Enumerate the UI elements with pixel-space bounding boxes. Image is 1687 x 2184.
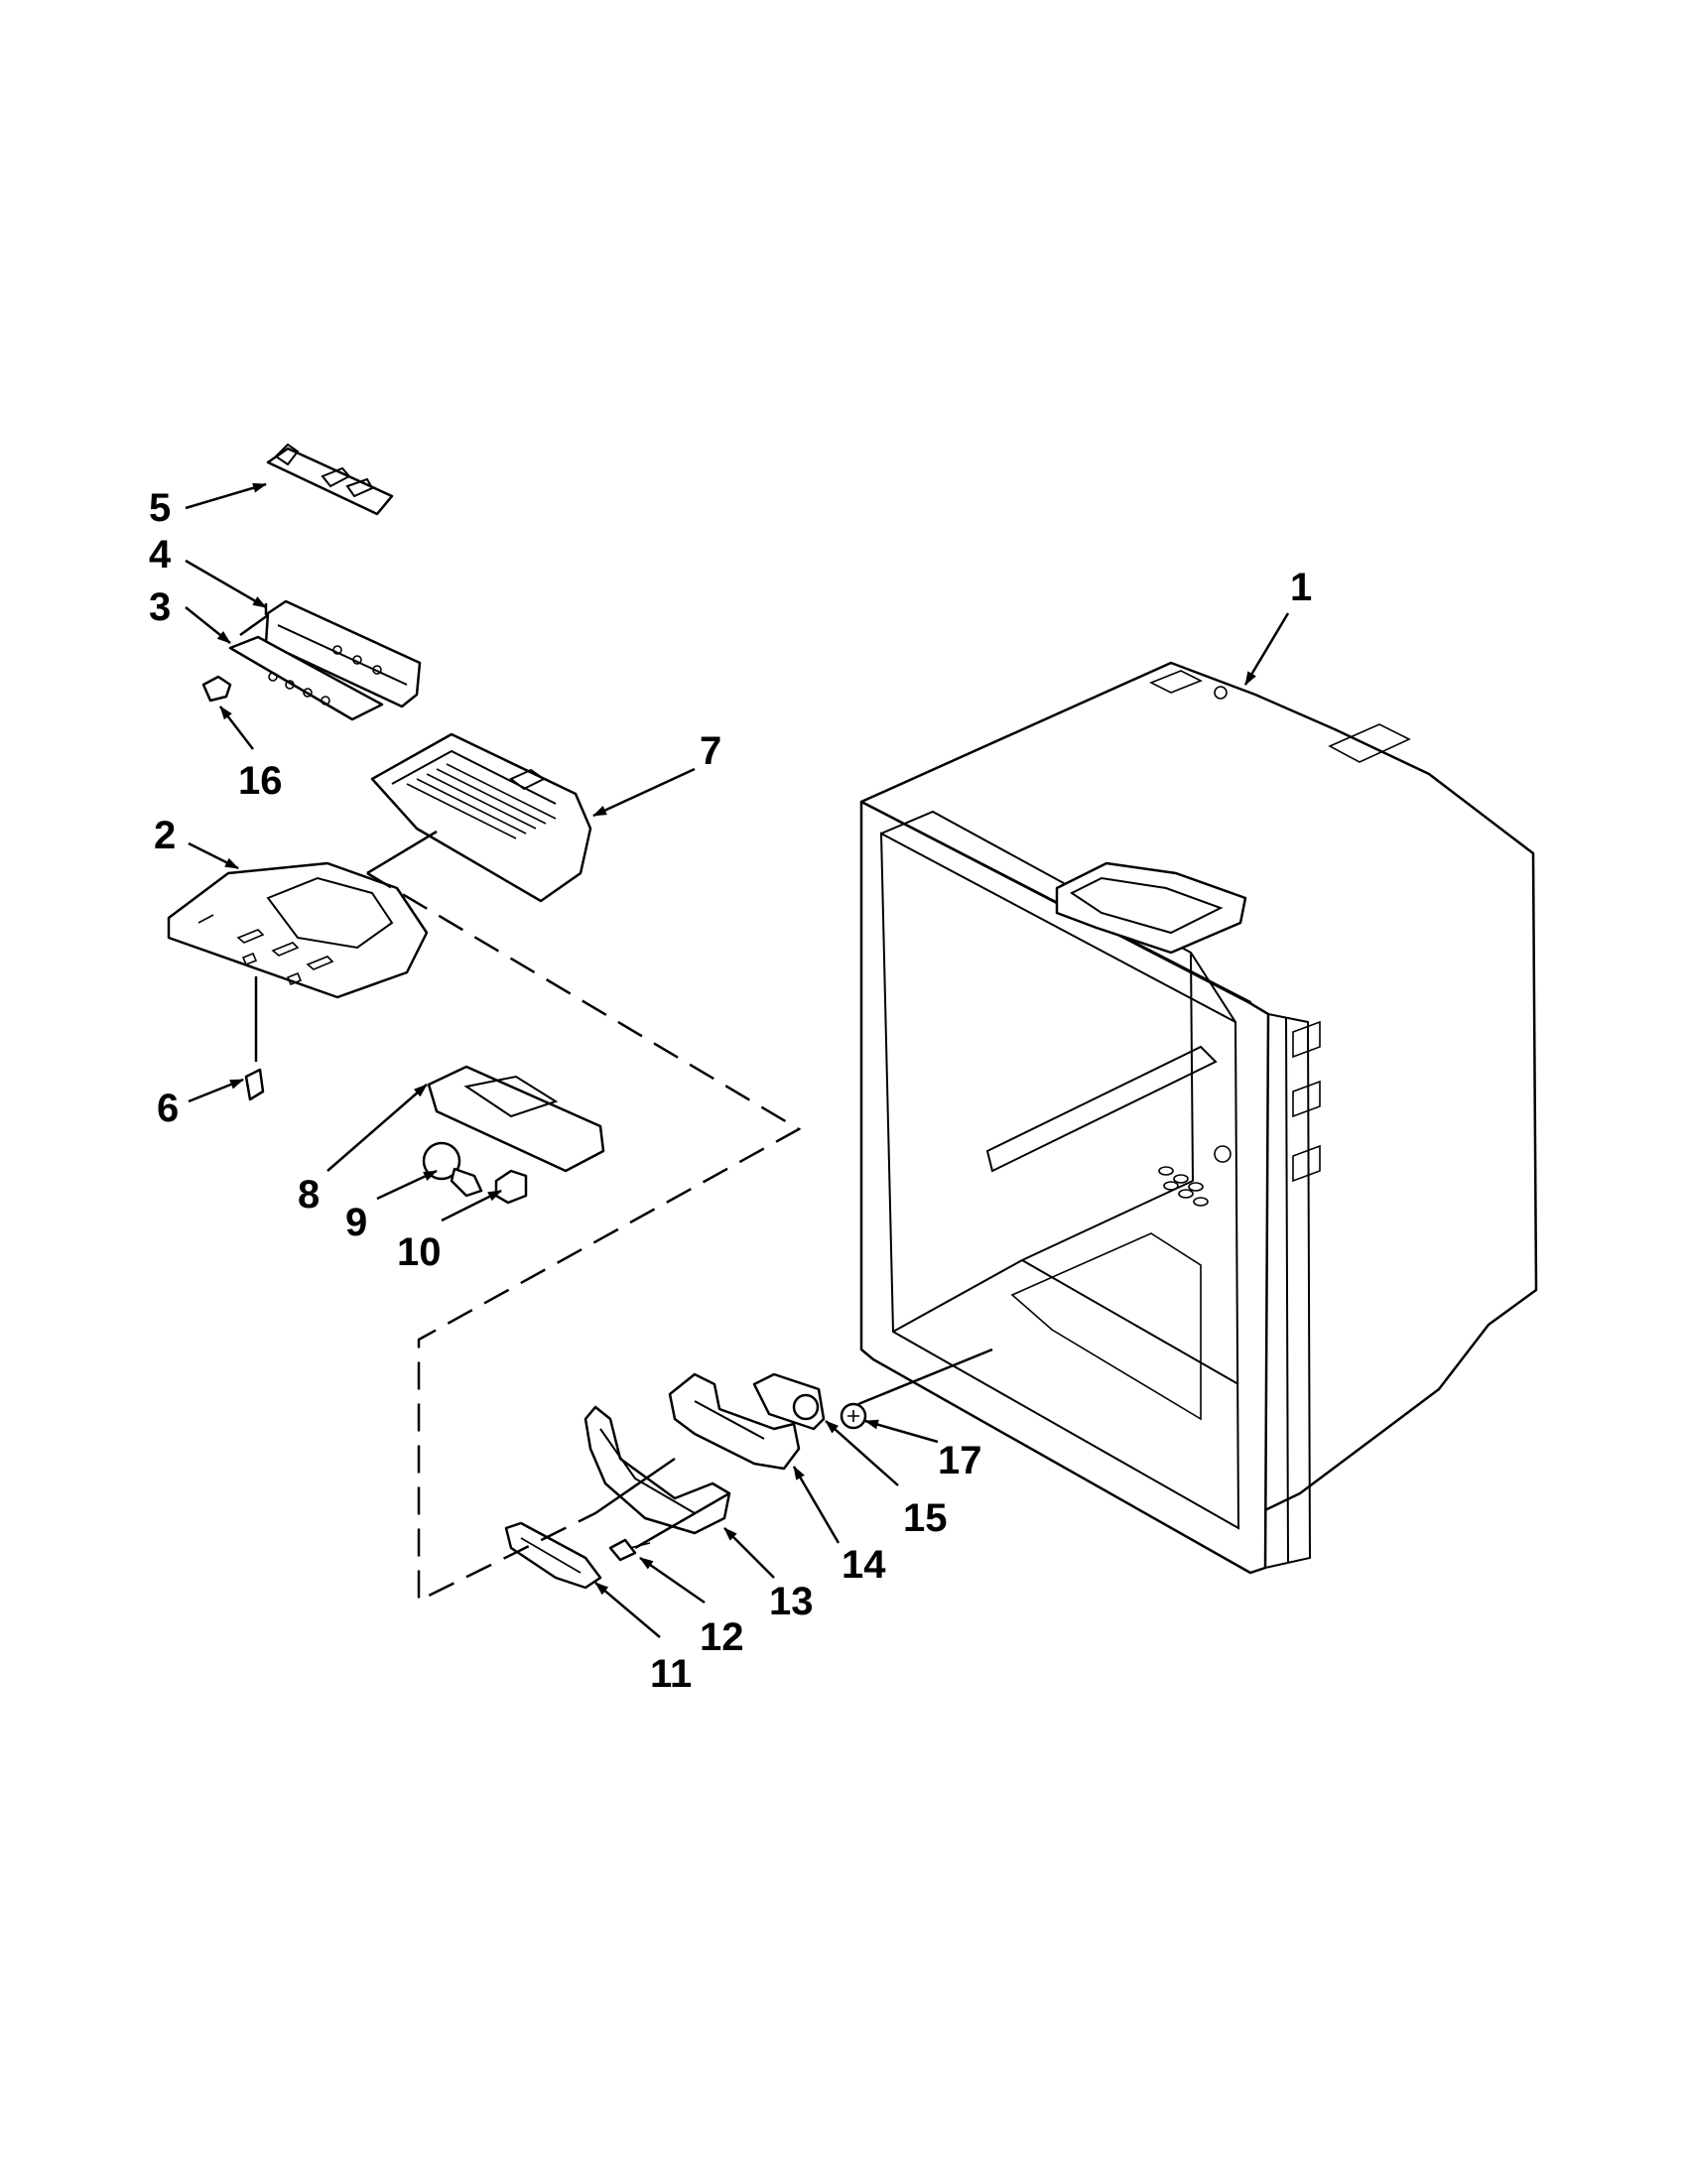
callout-4: 4 xyxy=(149,533,172,577)
leader-arrows xyxy=(185,482,1290,1638)
part-17-screw xyxy=(840,1402,867,1430)
callout-16: 16 xyxy=(238,759,283,803)
part-10-socket xyxy=(494,1169,528,1205)
callout-14: 14 xyxy=(842,1543,886,1587)
part-5-control-board xyxy=(266,443,394,516)
part-3-overlay-panel xyxy=(228,635,384,721)
callout-6: 6 xyxy=(157,1087,179,1130)
callout-13: 13 xyxy=(769,1580,814,1623)
part-12-screw xyxy=(608,1538,651,1562)
part-8-lamp-cover xyxy=(427,1065,605,1173)
connector-lines xyxy=(239,603,993,1550)
callout-17: 17 xyxy=(938,1439,982,1482)
callout-2: 2 xyxy=(154,814,176,857)
callout-1: 1 xyxy=(1290,566,1312,609)
callout-15: 15 xyxy=(903,1496,948,1540)
callout-12: 12 xyxy=(700,1615,744,1659)
callout-5: 5 xyxy=(149,486,171,530)
callout-3: 3 xyxy=(149,585,171,629)
assembly-dash-outline xyxy=(366,871,802,1604)
part-7-air-diffuser xyxy=(370,732,592,903)
callout-11: 11 xyxy=(650,1652,692,1696)
part-2-light-housing xyxy=(167,861,429,999)
callout-labels: 1 2 3 4 5 6 7 8 9 10 11 12 13 14 15 16 1… xyxy=(149,486,1312,1696)
part-16-knob xyxy=(201,675,232,703)
part-1-liner xyxy=(859,661,1538,1575)
part-14-bracket xyxy=(668,1372,801,1471)
part-11-cover xyxy=(504,1521,602,1590)
callout-10: 10 xyxy=(397,1230,442,1274)
part-9-light-bulb xyxy=(422,1141,483,1198)
part-6-switch xyxy=(244,1068,265,1101)
callout-9: 9 xyxy=(345,1201,367,1244)
callout-7: 7 xyxy=(700,729,721,773)
callout-8: 8 xyxy=(298,1173,320,1217)
part-15-motor xyxy=(752,1372,826,1431)
